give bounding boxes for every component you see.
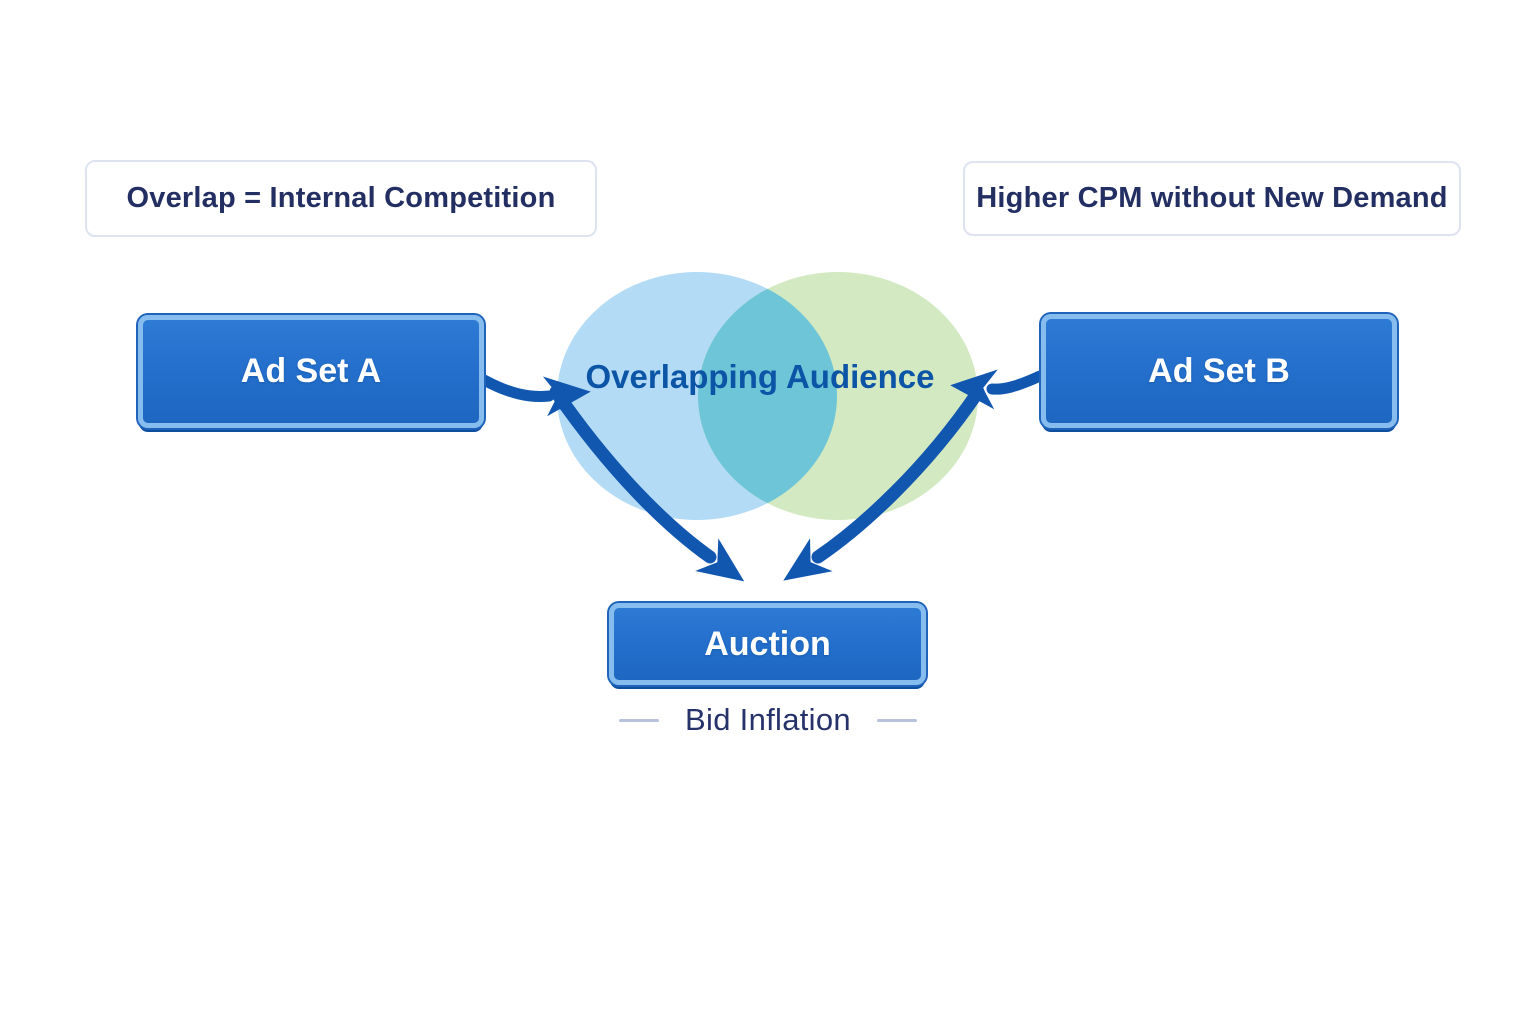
node-auction-label: Auction [704, 624, 831, 663]
arrow-overlap-to-auction-left [549, 385, 745, 582]
callout-higher-cpm-text: Higher CPM without New Demand [976, 182, 1448, 214]
bid-inflation-text: Bid Inflation [685, 702, 851, 737]
node-ad-set-b: Ad Set B [1041, 314, 1397, 428]
arrow-adset-b-to-overlap [950, 369, 1046, 410]
arrow-overlap-to-auction-right [783, 385, 985, 581]
node-ad-set-a-label: Ad Set A [240, 352, 382, 390]
overlapping-audience-label: Overlapping Audience [585, 358, 935, 395]
callout-overlap-competition-text: Overlap = Internal Competition [126, 182, 556, 214]
callout-overlap-competition: Overlap = Internal Competition [85, 160, 597, 237]
bid-inflation-caption: Bid Inflation [528, 700, 1008, 740]
node-auction: Auction [609, 603, 926, 685]
caption-dash-left [619, 718, 660, 722]
callout-higher-cpm: Higher CPM without New Demand [963, 161, 1461, 236]
venn-overlap-region [698, 272, 837, 520]
node-ad-set-a: Ad Set A [138, 315, 484, 428]
node-ad-set-b-label: Ad Set B [1148, 351, 1290, 390]
arrow-adset-a-to-overlap [478, 374, 591, 417]
caption-dash-right [876, 718, 917, 722]
